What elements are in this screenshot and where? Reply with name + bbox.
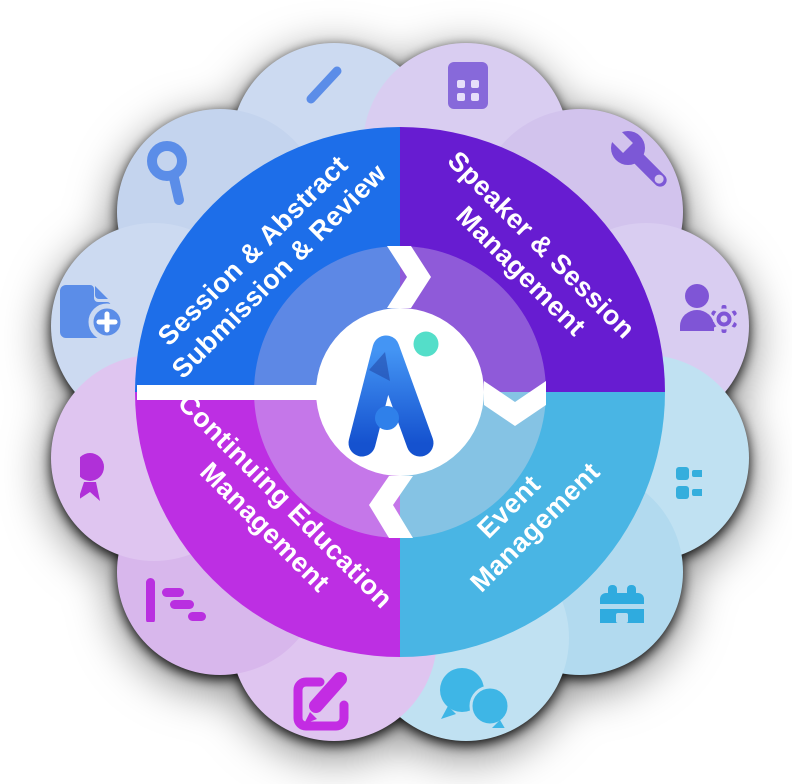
edit-icon (293, 672, 349, 731)
user-gear-icon (680, 284, 737, 333)
separator-bottom-chevron (369, 476, 413, 538)
document-add-icon (60, 285, 126, 341)
quadrant-separators (137, 246, 546, 538)
separator-top-chevron (387, 246, 431, 308)
search-icon (147, 141, 187, 205)
petal-icons (60, 62, 737, 731)
sitemap-icon (676, 467, 702, 499)
pen-icon (306, 66, 342, 104)
gantt-chart-icon (146, 578, 206, 622)
chat-bubbles-icon (440, 668, 511, 728)
separator-right-chevron (484, 381, 546, 426)
wrench-icon (606, 126, 667, 187)
separator-left-band (137, 385, 320, 400)
calendar-icon (600, 585, 644, 623)
building-icon (448, 62, 488, 109)
badge-icon (80, 453, 104, 501)
center-logo: Ai (316, 308, 484, 476)
ai-logo (348, 331, 439, 457)
wheel-ring (135, 127, 665, 657)
